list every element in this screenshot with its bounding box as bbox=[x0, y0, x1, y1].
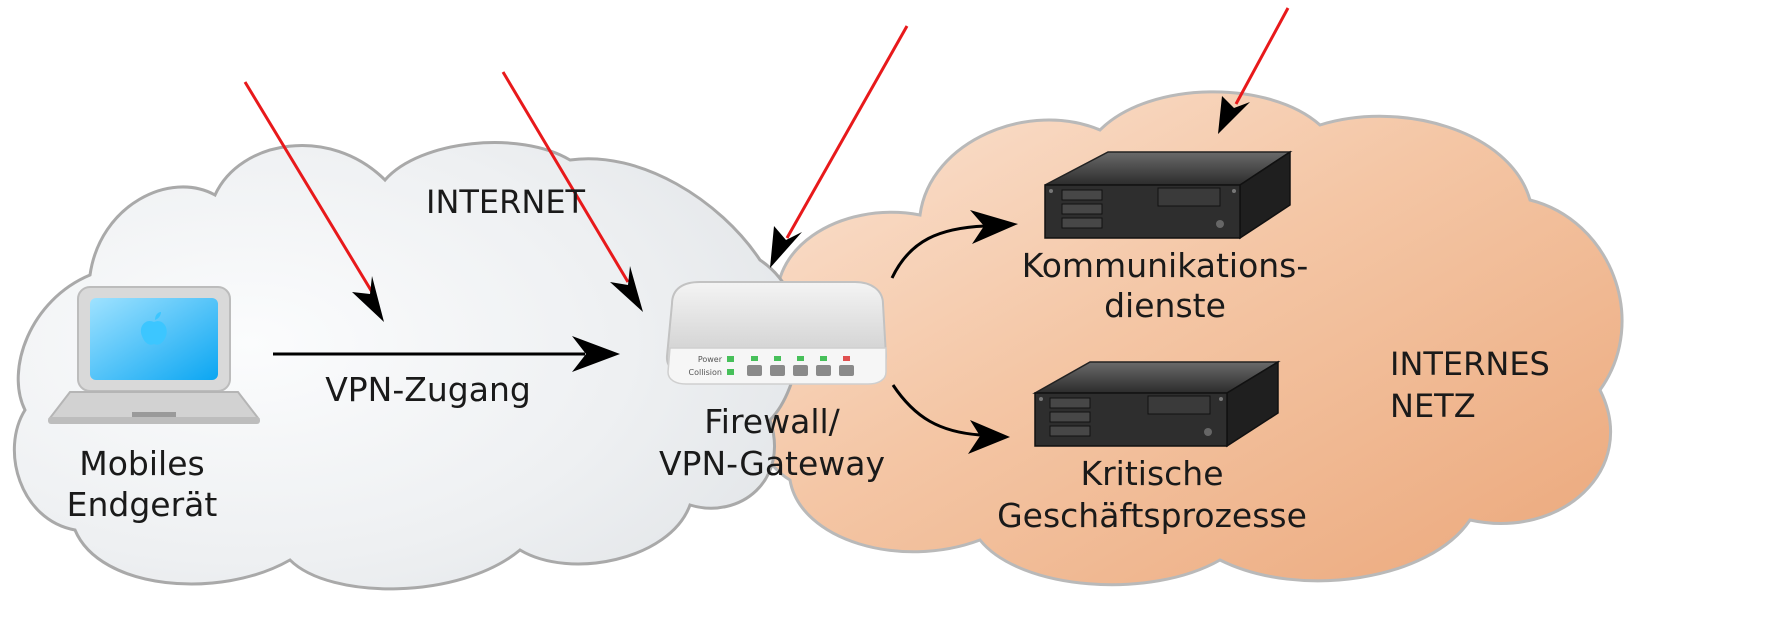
server-communication-icon bbox=[1044, 150, 1293, 240]
router-collision-label: Collision bbox=[688, 368, 722, 377]
vpn-access-label: VPN-Zugang bbox=[325, 370, 531, 409]
internet-cloud bbox=[12, 141, 801, 591]
arrow-to-critical bbox=[891, 384, 1010, 454]
laptop-icon bbox=[47, 286, 261, 424]
critical-processes-label-line2: Geschäftsprozesse bbox=[997, 496, 1307, 535]
arrow-to-communication bbox=[890, 210, 1018, 279]
internal-network-cloud bbox=[749, 90, 1624, 587]
attack-arrow-internal bbox=[1218, 7, 1290, 134]
server-critical-icon bbox=[1032, 360, 1281, 448]
attack-arrow-firewall bbox=[770, 25, 909, 268]
firewall-label-line1: Firewall/ bbox=[704, 402, 840, 441]
attack-arrow-internet bbox=[501, 71, 643, 312]
internal-network-label-line2: NETZ bbox=[1390, 387, 1476, 425]
mobile-device-label-line2: Endgerät bbox=[66, 485, 218, 524]
mobile-device-label-line1: Mobiles bbox=[79, 444, 205, 483]
communication-services-label-line2: dienste bbox=[1104, 286, 1226, 325]
attack-arrow-device bbox=[243, 81, 384, 322]
communication-services-label-line1: Kommunikations- bbox=[1021, 246, 1309, 285]
vpn-access-arrow bbox=[273, 336, 620, 372]
internal-network-label-line1: INTERNES bbox=[1390, 345, 1550, 383]
router-power-label: Power bbox=[698, 355, 723, 364]
firewall-label-line2: VPN-Gateway bbox=[658, 444, 886, 483]
internet-label: INTERNET bbox=[426, 183, 586, 221]
critical-processes-label-line1: Kritische bbox=[1080, 454, 1224, 493]
firewall-router-icon: Power Collision bbox=[665, 281, 888, 385]
